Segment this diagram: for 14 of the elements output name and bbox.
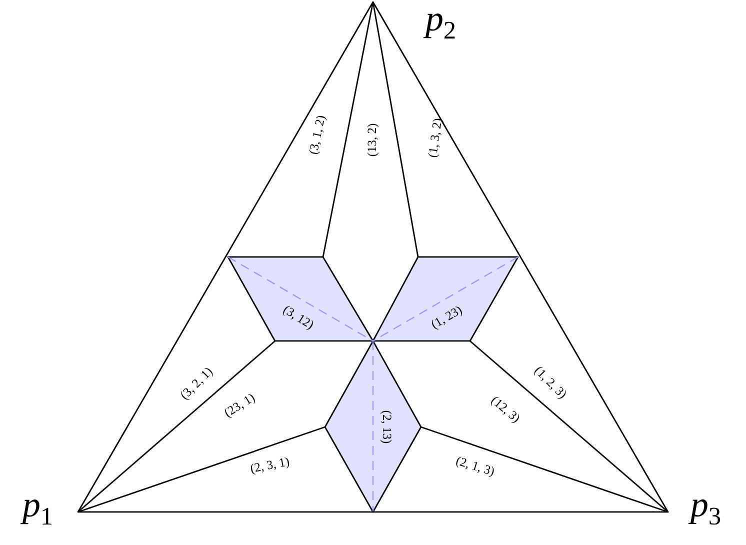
region-label: (12, 3) [490, 397, 520, 423]
vertex-label: p$_{2}$ [423, 13, 455, 39]
region-label: (3, 1, 2) [309, 116, 327, 154]
region-label: (1, 2, 3) [534, 367, 566, 399]
vertex-label: p$_{3}$ [688, 499, 720, 525]
region-label: (2, 3, 1) [250, 457, 290, 475]
region-label: (13, 2) [367, 124, 379, 156]
region-label: (3, 12) [283, 306, 313, 330]
region-label: (3, 2, 1) [181, 368, 213, 400]
region-label: (2, 1, 3) [456, 456, 494, 478]
region-label: (1, 23) [432, 306, 462, 330]
region-label: (23, 1) [225, 394, 255, 418]
vertex-label: p$_{1}$ [20, 499, 52, 524]
region-label: (2, 13) [380, 410, 392, 444]
